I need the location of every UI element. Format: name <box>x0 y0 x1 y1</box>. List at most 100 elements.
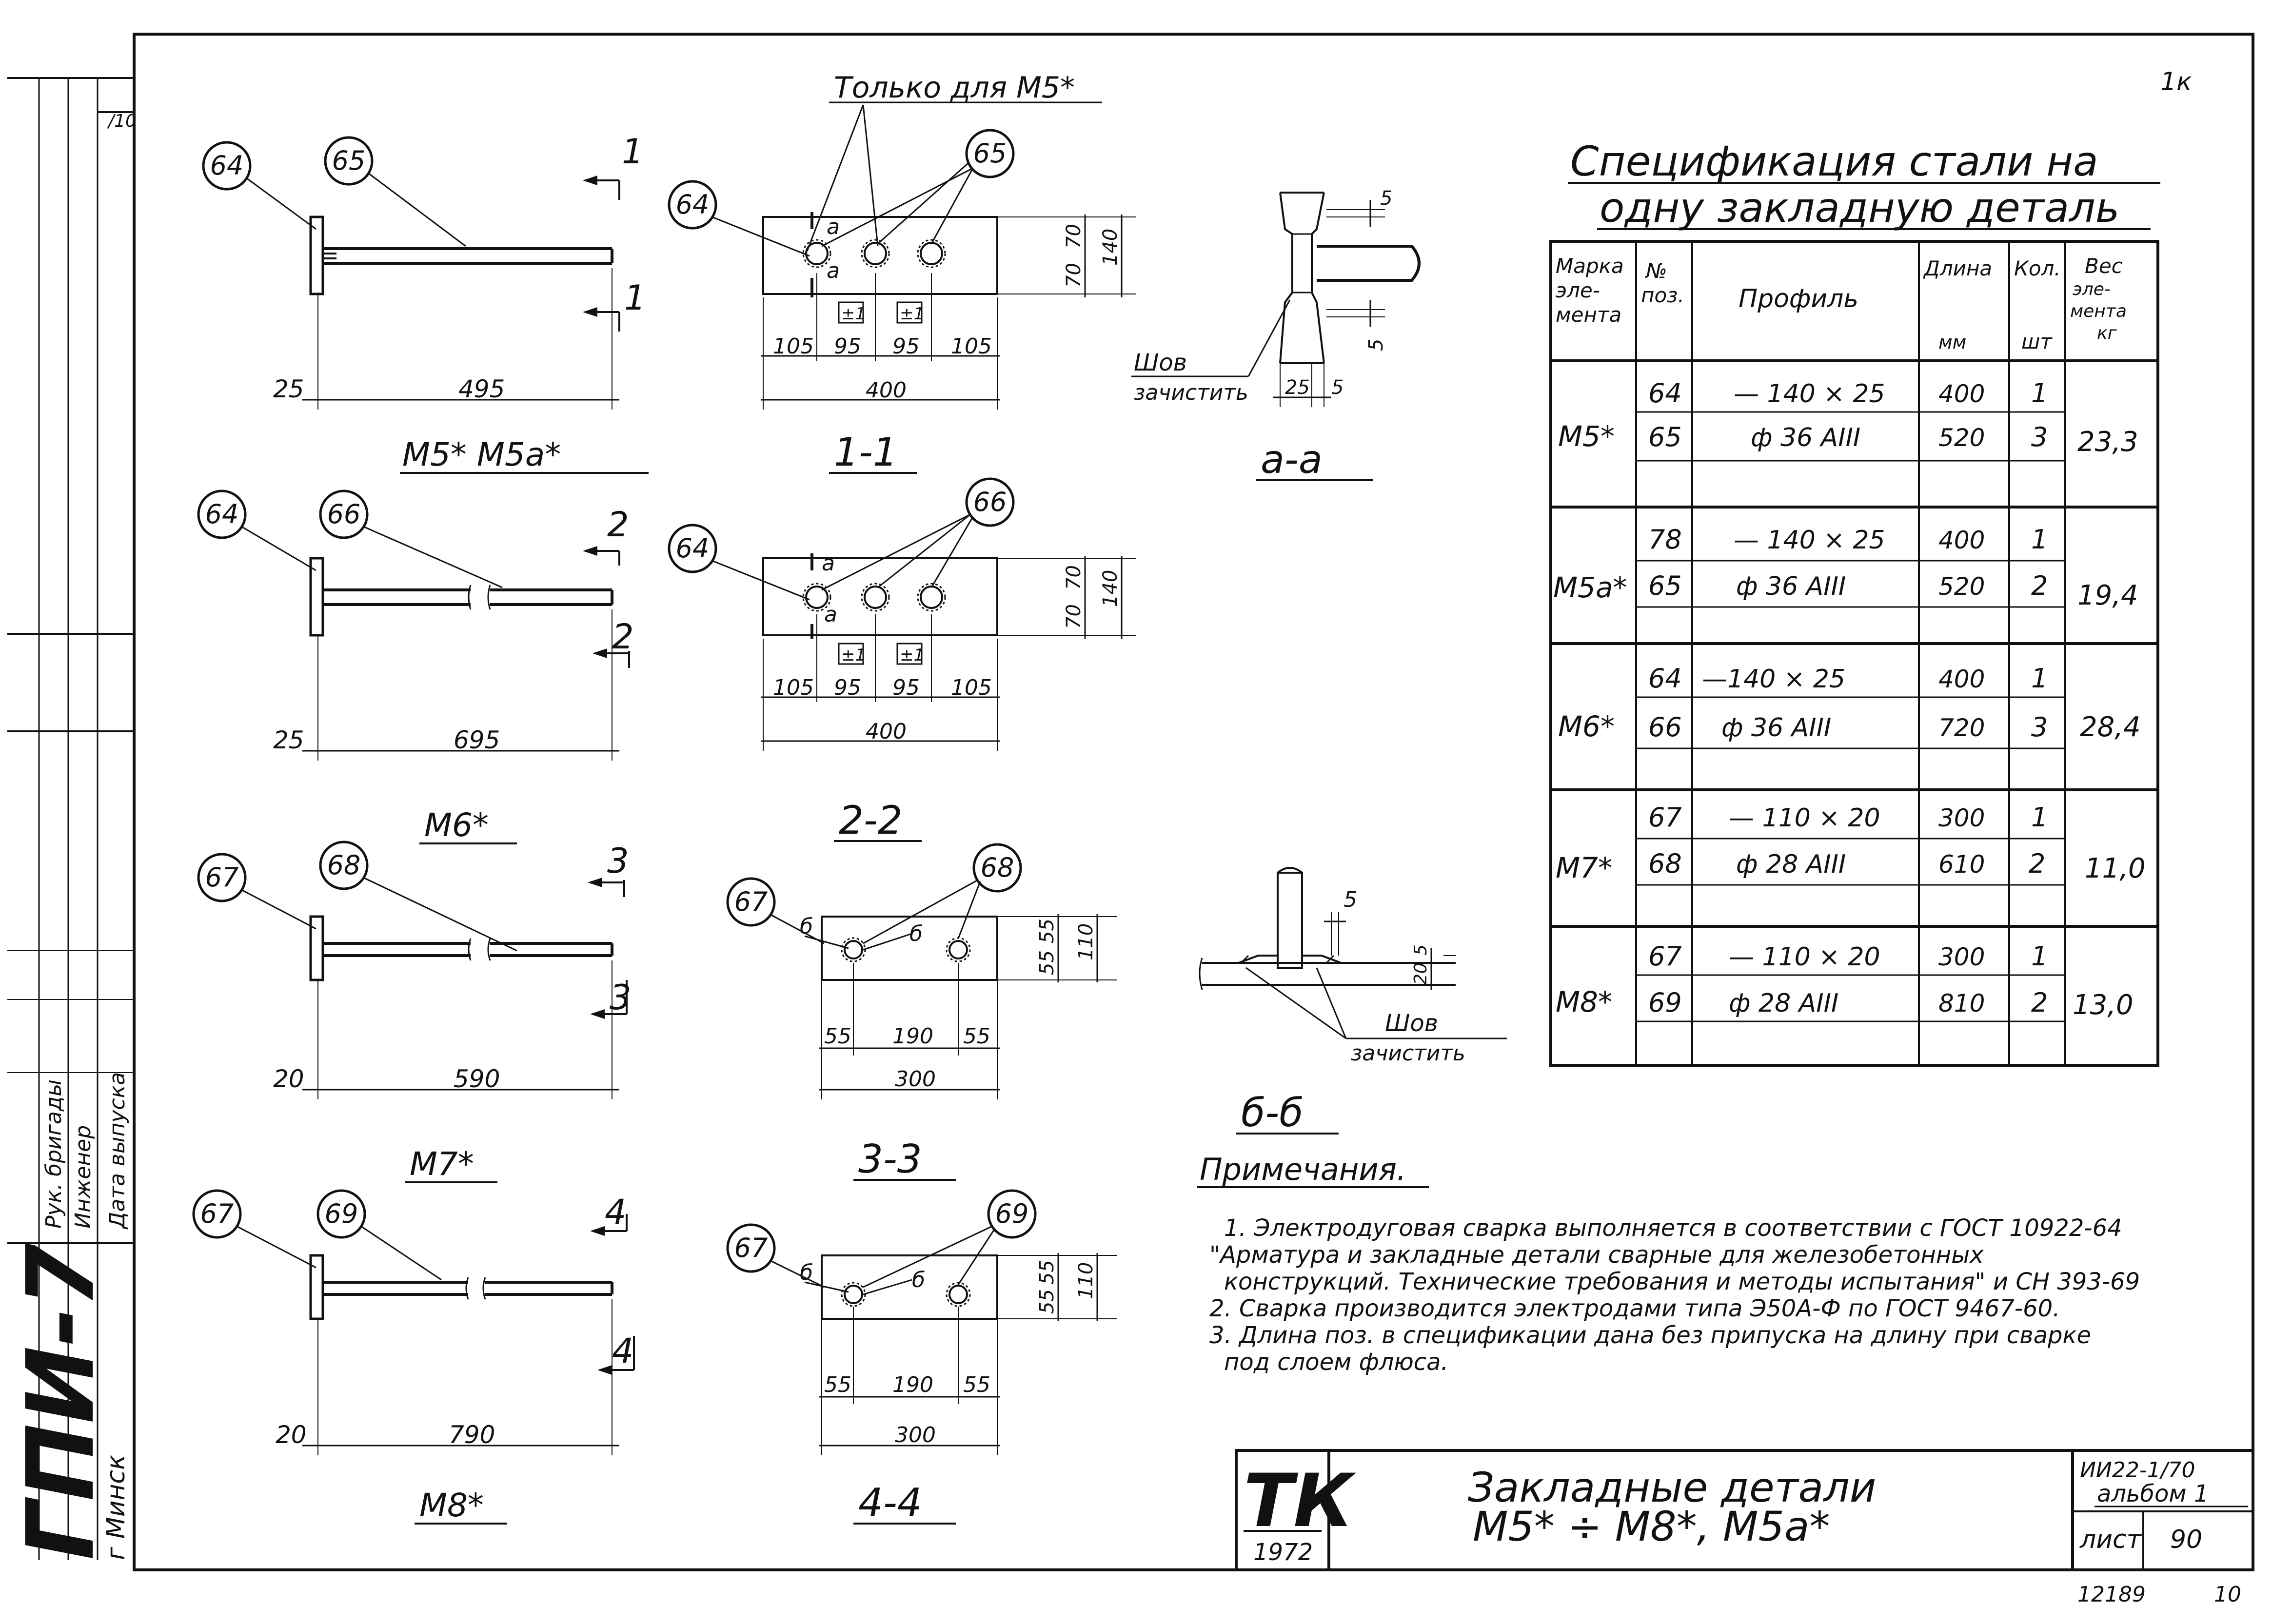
spec-mark: М7* <box>1556 851 1612 884</box>
section-mark-top: 1 <box>622 132 644 172</box>
dim-v-2: 70 <box>1063 263 1085 288</box>
hdr-qty-1: Кол. <box>2014 256 2061 280</box>
section-title: 4-4 <box>858 1480 922 1526</box>
bubble-67: 67 <box>734 1233 768 1263</box>
hdr-weight-4: кг <box>2097 323 2117 343</box>
spec-qty: 2 <box>2031 987 2048 1018</box>
elevation-title: М8* <box>419 1487 484 1524</box>
dim-v-2: 70 <box>1063 604 1085 629</box>
spec-pos: 65 <box>1648 570 1682 601</box>
dim-height: 110 <box>1075 1262 1097 1299</box>
bubble-67: 67 <box>205 862 239 893</box>
bar-circles <box>802 239 946 268</box>
tol-1: ±1 <box>841 646 866 665</box>
dim-1: 5 <box>1380 187 1392 210</box>
spec-group: М5а* 19,4 78 — 140 × 25 400 1 65 ф 36 АI… <box>1553 524 2138 611</box>
hdr-profile: Профиль <box>1739 284 1858 313</box>
elevation-title: М5* М5а* <box>402 436 561 473</box>
note-line-4: 2. Сварка производится электродами типа … <box>1209 1295 2060 1322</box>
cut-mark-top: а <box>827 215 840 239</box>
dim-h-3: 95 <box>892 334 920 359</box>
bubble-67: 67 <box>734 886 768 917</box>
hdr-length-1: Длина <box>1923 256 1992 280</box>
dim-length: 590 <box>454 1065 500 1093</box>
spec-length: 520 <box>1938 424 1985 452</box>
dim-h-1: 55 <box>824 1024 851 1049</box>
bubble-67: 67 <box>200 1198 234 1229</box>
section-title: 2-2 <box>839 798 903 843</box>
dim-4: 5 <box>1331 376 1344 399</box>
dim-h-3: 55 <box>963 1024 990 1049</box>
sheet-label: лист <box>2079 1525 2142 1554</box>
spec-pos: 67 <box>1648 941 1682 972</box>
note-line-1: 1. Электродуговая сварка выполняется в с… <box>1224 1214 2122 1242</box>
spec-mark: М5а* <box>1553 571 1627 604</box>
cut-mark-bottom: а <box>824 602 837 627</box>
section-2-2: а а 64 66 ±1 ±1 105 95 95 105 400 70 70 … <box>668 477 1136 843</box>
elevation-m5: 64 65 1 1 25 495 М5* М5а* <box>202 132 649 474</box>
section-mark-top: 3 <box>607 841 629 881</box>
spec-weight: 11,0 <box>2085 853 2146 884</box>
bubble-64: 64 <box>676 189 710 220</box>
hdr-weight-2: эле- <box>2073 279 2111 299</box>
sheet-corner-number: 1к <box>2160 67 2192 97</box>
section-mark-top: 2 <box>607 505 629 545</box>
bubble-65: 65 <box>332 145 366 176</box>
dim-1: 5 <box>1344 887 1357 912</box>
section-1-1: Только для М5* а а 64 65 ±1 ±1 <box>668 71 1136 475</box>
spec-pos: 66 <box>1648 712 1682 743</box>
bubble-64: 64 <box>210 150 244 181</box>
dim-h-3: 55 <box>963 1372 990 1397</box>
cut-mark-bottom: а <box>827 258 840 283</box>
dim-h-3: 95 <box>892 675 920 700</box>
spec-length: 400 <box>1938 665 1985 693</box>
section-mark-top: 4 <box>605 1192 627 1232</box>
spec-qty: 1 <box>2031 663 2048 694</box>
tol-1: ±1 <box>841 304 866 324</box>
tol-2: ±1 <box>900 304 924 324</box>
spec-qty: 1 <box>2031 524 2048 555</box>
detail-b-b: 5 20 5 Шов зачистить б-б <box>1199 867 1507 1135</box>
dim-height: 140 <box>1099 570 1122 607</box>
spec-weight: 28,4 <box>2080 711 2141 743</box>
dim-2: 20 <box>1411 962 1431 985</box>
section-mark-bottom: 3 <box>610 978 632 1017</box>
dim-h-2: 190 <box>892 1372 933 1397</box>
hdr-qty-2: шт <box>2021 330 2053 353</box>
section-mark-bottom: 1 <box>624 278 646 318</box>
spec-weight: 13,0 <box>2073 989 2134 1021</box>
spec-qty: 1 <box>2031 378 2048 409</box>
title-line-1: Закладные детали <box>1468 1464 1876 1511</box>
spec-profile: — 110 × 20 <box>1729 942 1880 972</box>
spec-qty: 1 <box>2031 802 2048 833</box>
spec-profile: — 140 × 25 <box>1734 526 1885 555</box>
inventory-no: 12189 <box>2077 1582 2146 1607</box>
spec-mark: М6* <box>1558 710 1615 743</box>
spec-length: 400 <box>1938 526 1985 554</box>
bubble-68: 68 <box>981 852 1014 883</box>
spec-group: М8* 13,0 67 — 110 × 20 300 1 69 ф 28 АII… <box>1556 941 2134 1021</box>
note-only-m5: Только для М5* <box>834 71 1075 105</box>
spec-profile: —140 × 25 <box>1702 665 1845 694</box>
sheet-number: 90 <box>2170 1525 2202 1554</box>
dim-left: 25 <box>273 375 304 403</box>
spec-profile: ф 36 АIII <box>1751 423 1860 452</box>
dim-left: 20 <box>273 1065 304 1093</box>
margin-row-3: Дата выпуска <box>105 1072 130 1230</box>
dim-h-1: 105 <box>773 334 814 359</box>
spec-pos: 67 <box>1648 802 1682 833</box>
weld-label-2: зачистить <box>1134 380 1248 405</box>
bubble-65: 65 <box>973 138 1007 169</box>
spec-group: М6* 28,4 64 —140 × 25 400 1 66 ф 36 АIII… <box>1558 663 2141 743</box>
note-line-6: под слоем флюса. <box>1224 1349 1448 1376</box>
spec-profile: — 110 × 20 <box>1729 803 1880 833</box>
detail-a-a: 5 5 25 5 Шов зачистить а-а <box>1131 187 1421 482</box>
spec-profile: ф 28 АIII <box>1729 989 1838 1018</box>
spec-mark: М5* <box>1558 420 1615 453</box>
dim-h-4: 105 <box>951 334 992 359</box>
spec-qty: 2 <box>2029 848 2045 879</box>
note-line-2: "Арматура и закладные детали сварные для… <box>1209 1241 1984 1269</box>
detail-title: б-б <box>1241 1090 1304 1135</box>
spec-pos: 78 <box>1648 524 1682 555</box>
dim-2: 5 <box>1365 339 1387 351</box>
